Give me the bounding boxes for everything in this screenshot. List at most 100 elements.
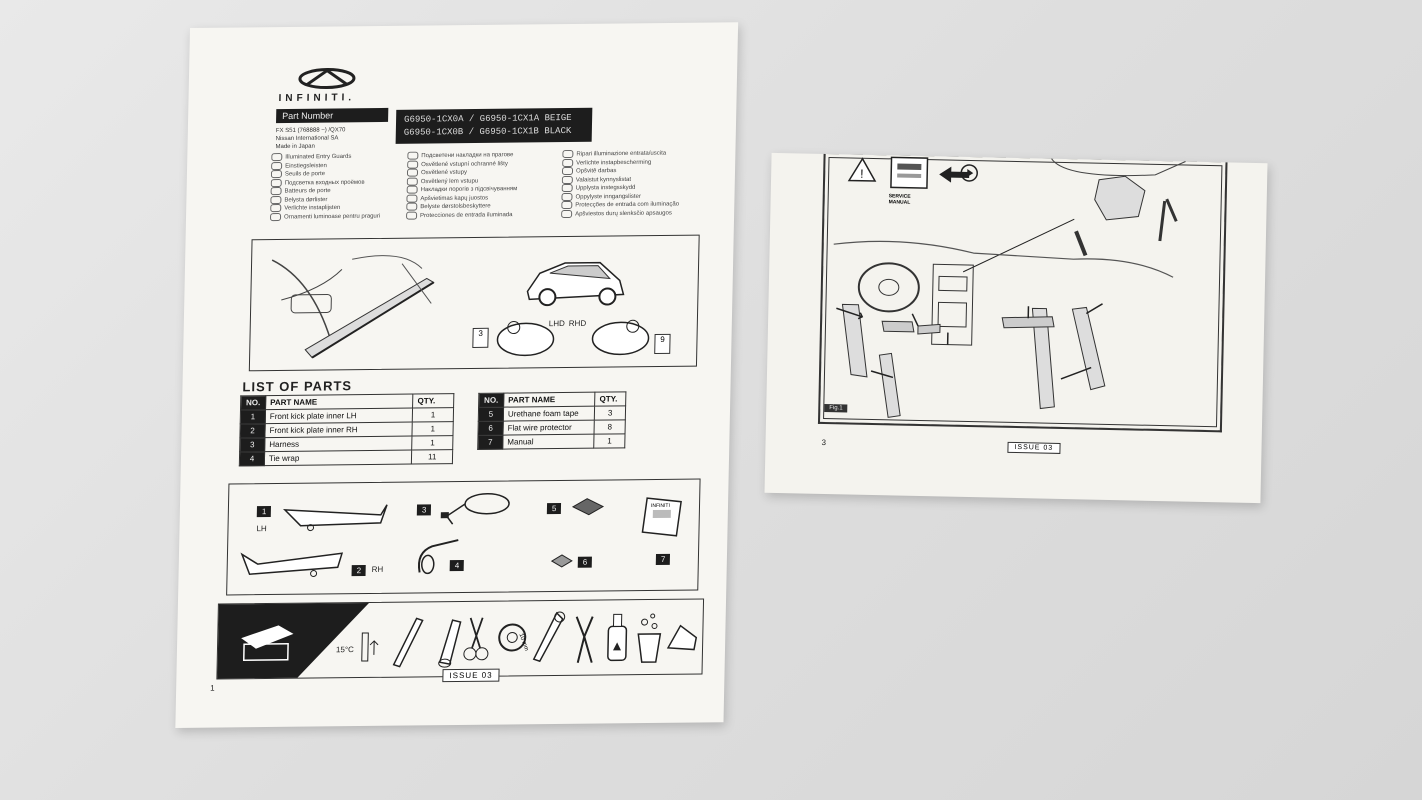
- part-number-black: G6950-1CX0B / G6950-1CX1B BLACK: [403, 125, 572, 138]
- part-name: Manual: [502, 434, 595, 450]
- arrow-left-icon: [939, 166, 970, 183]
- language-line: Upplysta instegsskydd: [575, 185, 636, 192]
- manual-booklet-icon: INFINITI: [641, 497, 682, 537]
- part-no: 6: [477, 421, 504, 436]
- part-number-label: Part Number: [276, 107, 389, 124]
- language-list-col-1: Illuminated Entry Guards Einstiegsleiste…: [269, 152, 401, 222]
- infiniti-logo: [297, 66, 358, 94]
- vehicle-info: FX S51 (768888 ~) /QX70 Nissan Internati…: [275, 126, 386, 151]
- flat-wire-protector-icon: [550, 554, 573, 568]
- language-line: Einstiegsleisten: [285, 162, 327, 170]
- pliers-icon: [575, 616, 594, 663]
- part-tag-2: 2: [351, 565, 367, 577]
- part-name: Flat wire protector: [502, 420, 595, 436]
- language-line: Opšvitě darbas: [575, 168, 617, 175]
- tape-roll-icon: [498, 623, 527, 652]
- table-header-row: NO. PART NAME QTY.: [478, 391, 626, 408]
- language-line: Ripari illuminazione entrata/uscita: [576, 150, 667, 158]
- part-name: Tie wrap: [264, 450, 412, 466]
- page-ref-box: 3: [472, 327, 489, 348]
- infiniti-emblem-icon: [298, 68, 356, 90]
- part-tag-6: 6: [577, 556, 593, 568]
- language-line: Protecções de entrada com iluminação: [575, 201, 680, 209]
- rh-label: RH: [371, 564, 384, 574]
- part-tag-5: 5: [546, 502, 562, 515]
- language-line: Belysta dørlister: [284, 196, 328, 204]
- col-header-qty: QTY.: [412, 393, 454, 409]
- table-row: 4 Tie wrap 11: [239, 449, 453, 466]
- part-name: Urethane foam tape: [503, 406, 595, 422]
- language-line: Protecciones de entrada iluminada: [420, 212, 513, 220]
- instruction-sheet-page-3: ! SERVICE MANUAL: [764, 152, 1268, 504]
- part-tag-3: 3: [416, 504, 432, 516]
- language-line: Apšviestos durų slenksčio apsaugos: [575, 210, 672, 218]
- tie-wrap-icon: [418, 539, 459, 575]
- col-header-qty: QTY.: [594, 391, 626, 407]
- issue-label: ISSUE 03: [442, 668, 500, 683]
- part-no: 7: [477, 435, 503, 450]
- part-name: Front kick plate inner LH: [265, 408, 413, 424]
- language-line: Подсветени накладки на прагове: [421, 152, 514, 160]
- page-number: 1: [210, 683, 215, 693]
- cloth-icon: [666, 624, 698, 651]
- water-bucket-icon: [637, 613, 662, 663]
- tools-strip: 15°C 10 mm: [216, 598, 705, 680]
- rhd-label: RHD: [568, 318, 587, 328]
- part-no: 2: [239, 423, 266, 438]
- part-no: 3: [239, 437, 265, 452]
- col-header-part-name: PART NAME: [503, 392, 596, 408]
- parts-table-right: NO. PART NAME QTY. 5 Urethane foam tape …: [477, 391, 626, 450]
- installation-overview-diagram: 3 LHD RHD 9: [248, 234, 700, 372]
- lhd-car-front-icon: [496, 321, 555, 357]
- table-row: 6 Flat wire protector 8: [477, 419, 626, 436]
- cabin-interior-diagram: [833, 158, 1186, 418]
- wrench-icon: [532, 611, 566, 663]
- table-row: 7 Manual 1: [477, 433, 626, 450]
- language-line: Verlichte instaplijsten: [284, 205, 341, 213]
- part-qty: 1: [412, 407, 454, 423]
- vehicle-line: Made in Japan: [275, 143, 315, 151]
- part-no: 4: [239, 451, 265, 466]
- thermometer-icon: [361, 632, 379, 662]
- part-qty: 1: [412, 421, 454, 437]
- language-line: Batteurs de porte: [284, 188, 331, 195]
- language-line: Verlichte instapbescherming: [576, 159, 652, 167]
- part-qty: 3: [594, 405, 626, 421]
- language-line: Ornamenti luminoase pentru praguri: [283, 213, 381, 221]
- manual-logo-text: INFINITI: [651, 503, 670, 509]
- figure-label: Fig.1: [824, 404, 848, 413]
- instruction-sheet-page-1: INFINITI. Part Number G6950-1CX0A / G695…: [175, 22, 739, 728]
- col-header-no: NO.: [478, 393, 504, 408]
- temperature-label: 15°C: [335, 645, 354, 655]
- language-line: Osvětlené vstupy: [420, 169, 468, 177]
- parts-illustration: 1 LH 3 5 INFINITI 2 RH 4: [226, 478, 701, 596]
- language-line: Belyste dørstolsbeskyttere: [420, 203, 491, 211]
- part-tag-1: 1: [256, 506, 272, 518]
- col-header-part-name: PART NAME: [265, 394, 414, 410]
- part-name: Front kick plate inner RH: [264, 422, 413, 438]
- brand-wordmark: INFINITI.: [278, 92, 356, 105]
- warning-triangle-icon: !: [847, 157, 877, 182]
- cleaner-bottle-icon: [607, 613, 628, 662]
- flashlight-icon: [438, 619, 462, 668]
- page-ref-box: 9: [654, 333, 671, 355]
- service-manual-book-icon: [890, 156, 929, 189]
- table-row: 5 Urethane foam tape 3: [478, 405, 626, 422]
- part-no: 5: [478, 407, 504, 422]
- language-line: Valaistut kynnyslistat: [575, 176, 632, 184]
- part-tag-7: 7: [655, 553, 671, 565]
- language-line: Подсветка входных проёмов: [284, 179, 365, 187]
- lhd-label: LHD: [548, 318, 565, 329]
- part-number-box: G6950-1CX0A / G6950-1CX1A BEIGE G6950-1C…: [395, 107, 593, 144]
- language-line: Osvětlený lem vstupu: [420, 178, 479, 185]
- language-list-col-2: Подсветени накладки на прагове Osvětlené…: [405, 150, 557, 220]
- part-qty: 1: [594, 433, 626, 449]
- lh-label: LH: [256, 524, 267, 534]
- part-qty: 11: [411, 449, 453, 465]
- harness-icon: [440, 493, 510, 525]
- language-line: Seuils de porte: [284, 171, 326, 178]
- issue-label: ISSUE 03: [1007, 441, 1061, 454]
- part-name: Harness: [264, 436, 413, 452]
- foam-tape-icon: [571, 498, 605, 516]
- svg-text:!: !: [860, 167, 864, 181]
